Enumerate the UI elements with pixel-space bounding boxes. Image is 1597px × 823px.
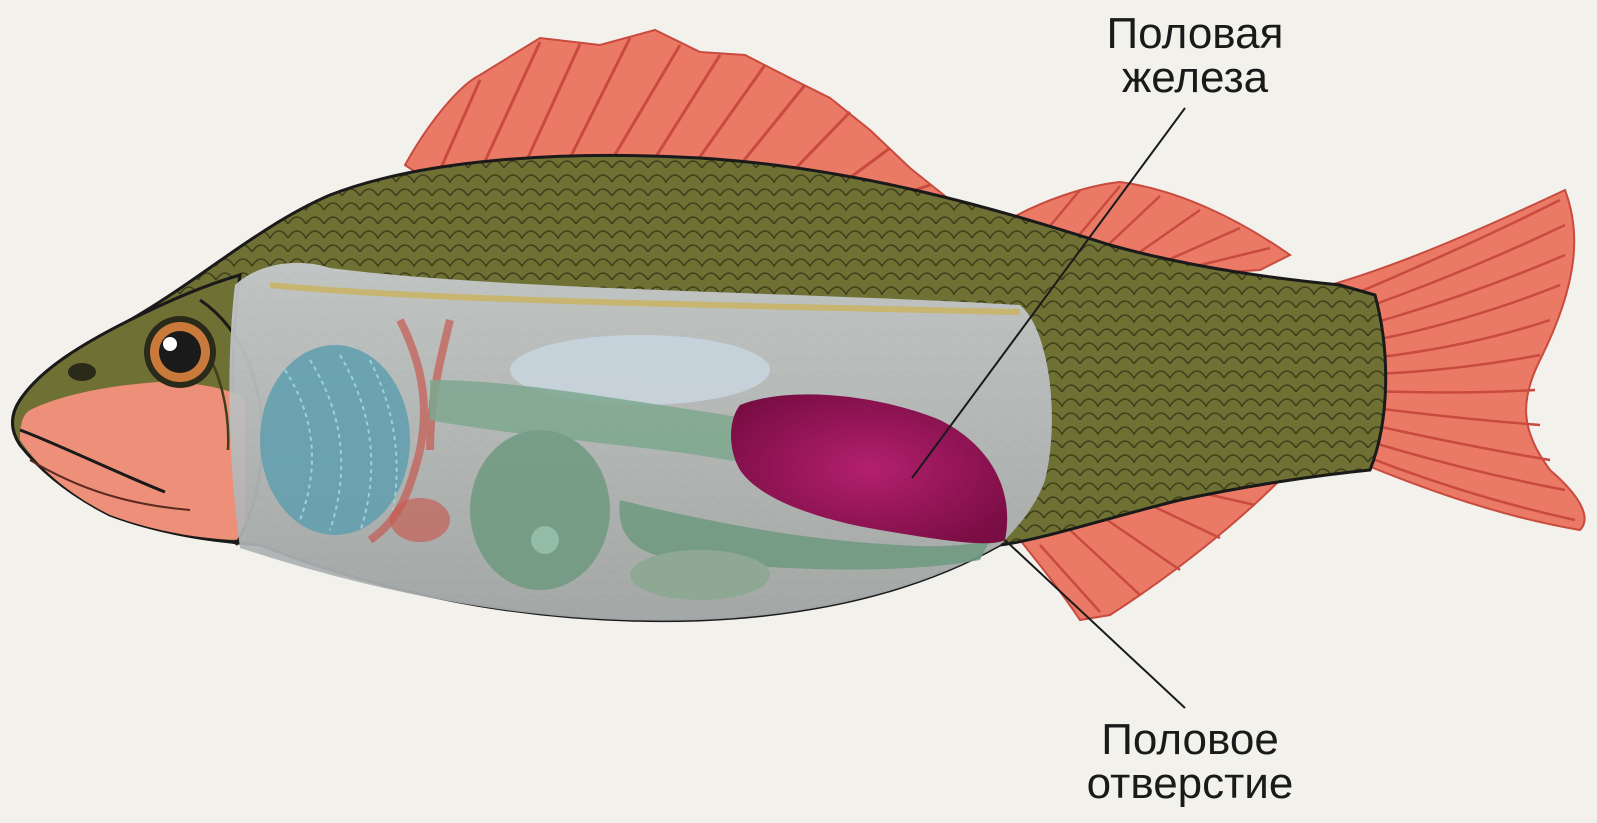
gills — [260, 345, 410, 535]
genital-pore-label-line1: Половое — [1060, 718, 1320, 762]
genital-pore-label: Половое отверстие — [1060, 718, 1320, 806]
gonad-label: Половая железа — [1070, 12, 1320, 100]
eye-icon — [144, 316, 216, 388]
genital-pore-label-line2: отверстие — [1060, 762, 1320, 806]
gonad-label-line2: железа — [1070, 56, 1320, 100]
gonad-label-line1: Половая — [1070, 12, 1320, 56]
nostril — [68, 363, 96, 381]
cheek — [20, 382, 245, 540]
heart — [390, 498, 450, 542]
